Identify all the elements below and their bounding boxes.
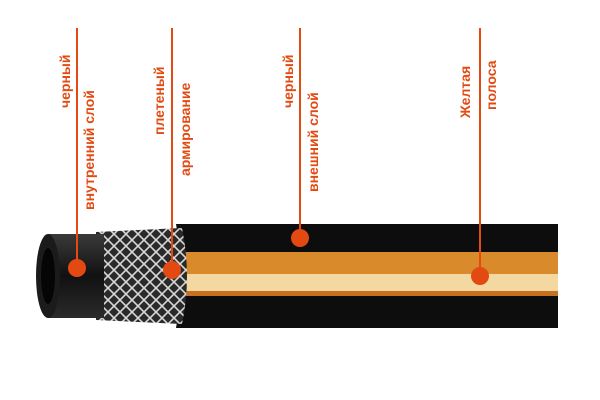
marker-dot-outer-layer [291,229,309,247]
label-yellow-stripe-line1: Желтая [457,66,473,119]
braid-section-shape [96,228,187,324]
marker-dot-yellow-stripe [471,267,489,285]
label-yellow-stripe-line2: полоса [483,60,499,110]
label-braided-line1: плетеный [151,67,167,135]
cream-stripe-band [183,274,558,291]
label-inner-layer-line2: внутренний слой [81,90,97,210]
orange-stripe-lower-band [183,291,558,296]
label-inner-layer-line1: черный [57,55,73,108]
inner-tube-end-ring [41,248,55,304]
label-braided-line2: армирование [177,83,193,176]
orange-stripe-band [183,252,558,274]
label-outer-layer-line1: черный [280,55,296,108]
label-outer-layer-line2: внешний слой [305,92,321,192]
marker-dot-inner-layer [68,259,86,277]
marker-dot-braided [163,261,181,279]
